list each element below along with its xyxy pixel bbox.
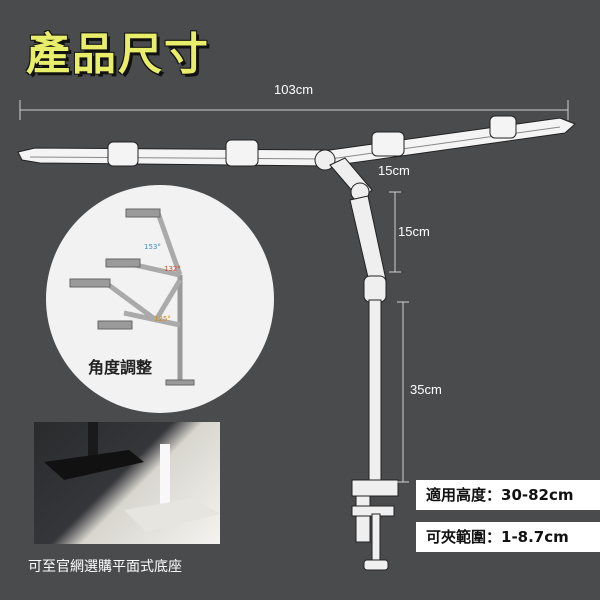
arm-segment-label: 15cm	[398, 224, 430, 239]
arm-offset-label: 15cm	[378, 163, 410, 178]
spec-height: 適用高度：30-82cm	[416, 480, 600, 510]
angle-132: 132°	[164, 265, 181, 273]
page-title: 產品尺寸	[26, 29, 210, 80]
width-dimension-line	[19, 100, 569, 120]
base-caption: 可至官網選購平面式底座	[28, 559, 182, 575]
angle-adjustment-panel: 153° 132° 125°	[46, 185, 274, 413]
angle-125: 125°	[154, 315, 171, 323]
base-photo	[34, 422, 220, 544]
angle-illustration	[69, 208, 195, 386]
angle-adjustment-label: 角度調整	[88, 358, 153, 377]
vertical-dimension-lines	[389, 191, 409, 483]
light-bar	[17, 115, 576, 167]
base-illustration	[44, 422, 220, 532]
total-width-label: 103cm	[274, 82, 314, 97]
pole-height-label: 35cm	[410, 382, 442, 397]
lamp-arm	[314, 149, 399, 571]
spec-clamp-range: 可夾範圍：1-8.7cm	[416, 522, 600, 552]
angle-153: 153°	[144, 243, 161, 251]
